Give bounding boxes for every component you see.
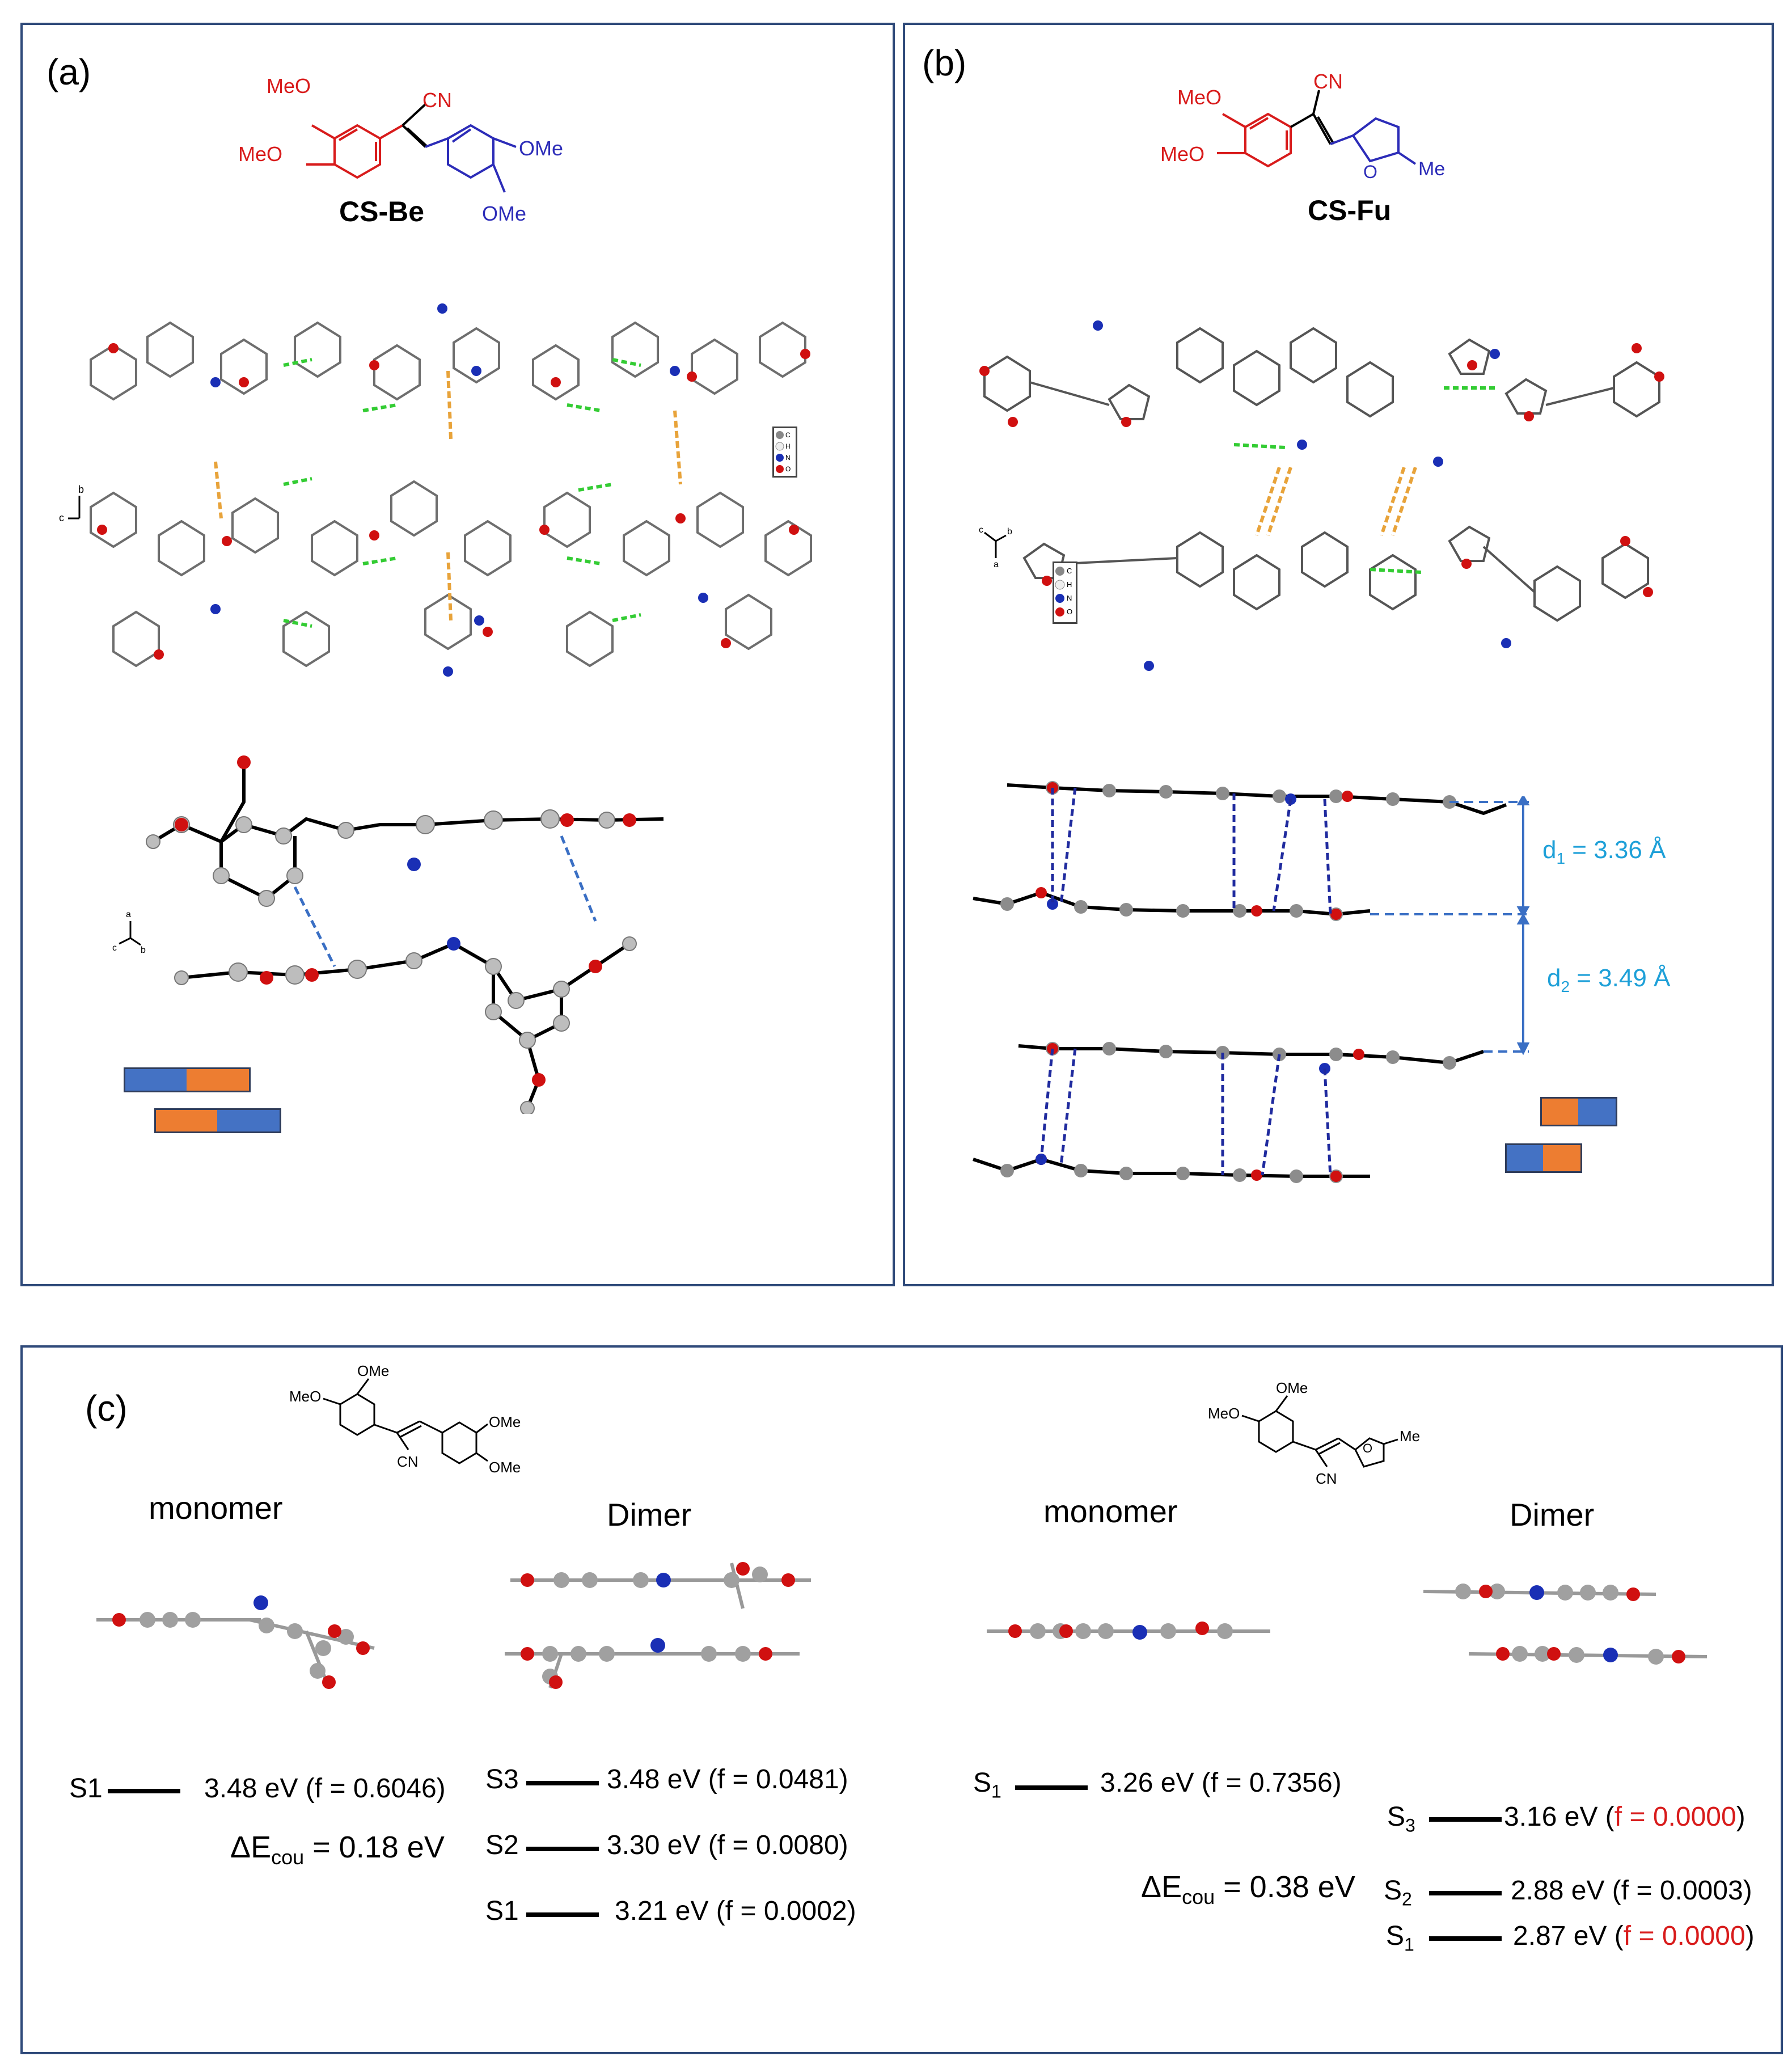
svg-text:OMe: OMe bbox=[489, 1413, 521, 1430]
fu-monomer-s1-line bbox=[1015, 1785, 1088, 1790]
cs-fu-stacking-model bbox=[973, 781, 1529, 1183]
panel-b: (b) CN MeO MeO O Me CS-Fu bbox=[903, 23, 1774, 1286]
distance-d2: d2 = 3.49 Å bbox=[1547, 964, 1671, 995]
be-monomer-s1-value: 3.48 eV (f = 0.6046) bbox=[204, 1774, 446, 1804]
svg-text:c: c bbox=[979, 525, 983, 535]
fu-dimer-model bbox=[1423, 1584, 1708, 1665]
cs-be-crystal-packing: b c bbox=[59, 303, 812, 677]
cs-fu-structure: CN MeO MeO O Me bbox=[1160, 70, 1445, 182]
svg-text:MeO: MeO bbox=[238, 142, 282, 166]
svg-text:Me: Me bbox=[1400, 1428, 1420, 1445]
svg-text:MeO: MeO bbox=[1208, 1405, 1240, 1422]
be-dimer-s3-line bbox=[526, 1781, 599, 1785]
cs-be-small-structure: OMe MeO OMe OMe CN bbox=[289, 1362, 521, 1476]
fu-dimer-s2-line bbox=[1429, 1891, 1502, 1895]
fu-dimer-s3-value: 3.16 eV (f = 0.0000) bbox=[1504, 1802, 1745, 1832]
be-dimer-s3-label: S3 bbox=[485, 1764, 519, 1794]
svg-text:C: C bbox=[1067, 567, 1072, 575]
svg-text:b: b bbox=[141, 945, 146, 955]
atom-legend-a: C H N O bbox=[772, 427, 797, 478]
be-monomer-model bbox=[96, 1595, 375, 1689]
be-dimer-title: Dimer bbox=[607, 1497, 692, 1532]
panel-c: (c) OMe MeO OMe OMe CN OMe MeO O Me bbox=[20, 1345, 1783, 2054]
stack-block-bottom-b bbox=[1505, 1143, 1582, 1173]
fu-monomer-title: monomer bbox=[1043, 1493, 1178, 1529]
svg-text:OMe: OMe bbox=[519, 137, 563, 160]
be-monomer-s1-line bbox=[108, 1789, 180, 1793]
stack-block-bottom-a bbox=[154, 1108, 281, 1133]
cs-fu-small-structure: OMe MeO O Me CN bbox=[1208, 1379, 1420, 1487]
svg-text:OMe: OMe bbox=[482, 202, 526, 225]
fu-dimer-s1-value: 2.87 eV (f = 0.0000) bbox=[1513, 1921, 1755, 1951]
svg-text:O: O bbox=[785, 465, 791, 473]
svg-text:OMe: OMe bbox=[1276, 1379, 1308, 1396]
svg-text:O: O bbox=[1363, 1441, 1372, 1455]
svg-text:Me: Me bbox=[1418, 158, 1445, 180]
distance-d1: d1 = 3.36 Å bbox=[1542, 836, 1666, 867]
be-dimer-s1-label: S1 bbox=[485, 1896, 519, 1926]
stack-block-top-b bbox=[1540, 1097, 1617, 1126]
cs-fu-crystal-packing: c b a bbox=[979, 320, 1664, 671]
svg-text:C: C bbox=[785, 431, 791, 439]
be-dimer-model bbox=[505, 1562, 811, 1689]
cs-be-dimer-model: a c b bbox=[112, 755, 664, 1114]
svg-text:OMe: OMe bbox=[489, 1459, 521, 1476]
compound-name-cs-fu: CS-Fu bbox=[1308, 195, 1392, 226]
be-dimer-s3-value: 3.48 eV (f = 0.0481) bbox=[607, 1764, 848, 1794]
be-delta-ecou: ΔEcou = 0.18 eV bbox=[230, 1830, 445, 1869]
compound-name-cs-be: CS-Be bbox=[339, 196, 425, 227]
fu-dimer-s1-line bbox=[1429, 1936, 1502, 1941]
svg-text:CN: CN bbox=[1316, 1470, 1337, 1487]
fu-dimer-s1-label: S1 bbox=[1386, 1921, 1414, 1955]
svg-text:b: b bbox=[78, 484, 84, 495]
cs-be-structure: CN MeO MeO OMe OMe bbox=[238, 74, 563, 225]
svg-text:OMe: OMe bbox=[357, 1362, 389, 1379]
svg-text:MeO: MeO bbox=[267, 74, 311, 98]
svg-text:c: c bbox=[112, 943, 117, 953]
fu-dimer-s2-value: 2.88 eV (f = 0.0003) bbox=[1511, 1876, 1752, 1906]
svg-text:N: N bbox=[785, 454, 791, 462]
distance-arrows bbox=[1516, 796, 1530, 1055]
svg-text:MeO: MeO bbox=[1160, 142, 1204, 166]
fu-delta-ecou: ΔEcou = 0.38 eV bbox=[1141, 1870, 1355, 1908]
be-dimer-s1-value: 3.21 eV (f = 0.0002) bbox=[615, 1896, 856, 1926]
panel-c-label: (c) bbox=[85, 1388, 128, 1429]
panel-b-label: (b) bbox=[922, 43, 967, 83]
svg-text:a: a bbox=[126, 910, 131, 919]
svg-text:O: O bbox=[1363, 162, 1377, 182]
be-dimer-s1-line bbox=[526, 1912, 599, 1917]
svg-text:H: H bbox=[785, 442, 791, 450]
cn-label-a: CN bbox=[422, 88, 452, 112]
panel-a-label: (a) bbox=[47, 52, 91, 92]
svg-text:CN: CN bbox=[397, 1453, 419, 1470]
stack-block-top-a bbox=[124, 1067, 251, 1092]
be-dimer-s2-line bbox=[526, 1847, 599, 1851]
fu-monomer-model bbox=[987, 1622, 1270, 1640]
svg-text:c: c bbox=[59, 512, 64, 523]
be-dimer-s2-value: 3.30 eV (f = 0.0080) bbox=[607, 1830, 848, 1860]
fu-monomer-s1-label: S1 bbox=[973, 1768, 1001, 1802]
svg-text:b: b bbox=[1007, 527, 1012, 537]
svg-text:H: H bbox=[1067, 580, 1072, 589]
fu-dimer-s2-label: S2 bbox=[1384, 1876, 1412, 1910]
be-monomer-s1-label: S1 bbox=[69, 1774, 103, 1804]
svg-text:a: a bbox=[994, 560, 999, 569]
atom-legend-b: C H N O bbox=[1053, 561, 1077, 624]
fu-dimer-title: Dimer bbox=[1510, 1497, 1595, 1532]
panel-a: (a) CN MeO MeO OMe OMe CS-Be bbox=[20, 23, 895, 1286]
svg-text:N: N bbox=[1067, 594, 1072, 602]
fu-dimer-s3-label: S3 bbox=[1387, 1802, 1415, 1836]
svg-text:MeO: MeO bbox=[1177, 86, 1222, 109]
svg-text:O: O bbox=[1067, 607, 1072, 616]
fu-monomer-s1-value: 3.26 eV (f = 0.7356) bbox=[1100, 1768, 1342, 1798]
fu-dimer-s3-line bbox=[1429, 1817, 1502, 1822]
be-dimer-s2-label: S2 bbox=[485, 1830, 519, 1860]
be-monomer-title: monomer bbox=[149, 1490, 283, 1526]
svg-text:MeO: MeO bbox=[289, 1388, 321, 1405]
svg-text:CN: CN bbox=[1313, 70, 1343, 93]
